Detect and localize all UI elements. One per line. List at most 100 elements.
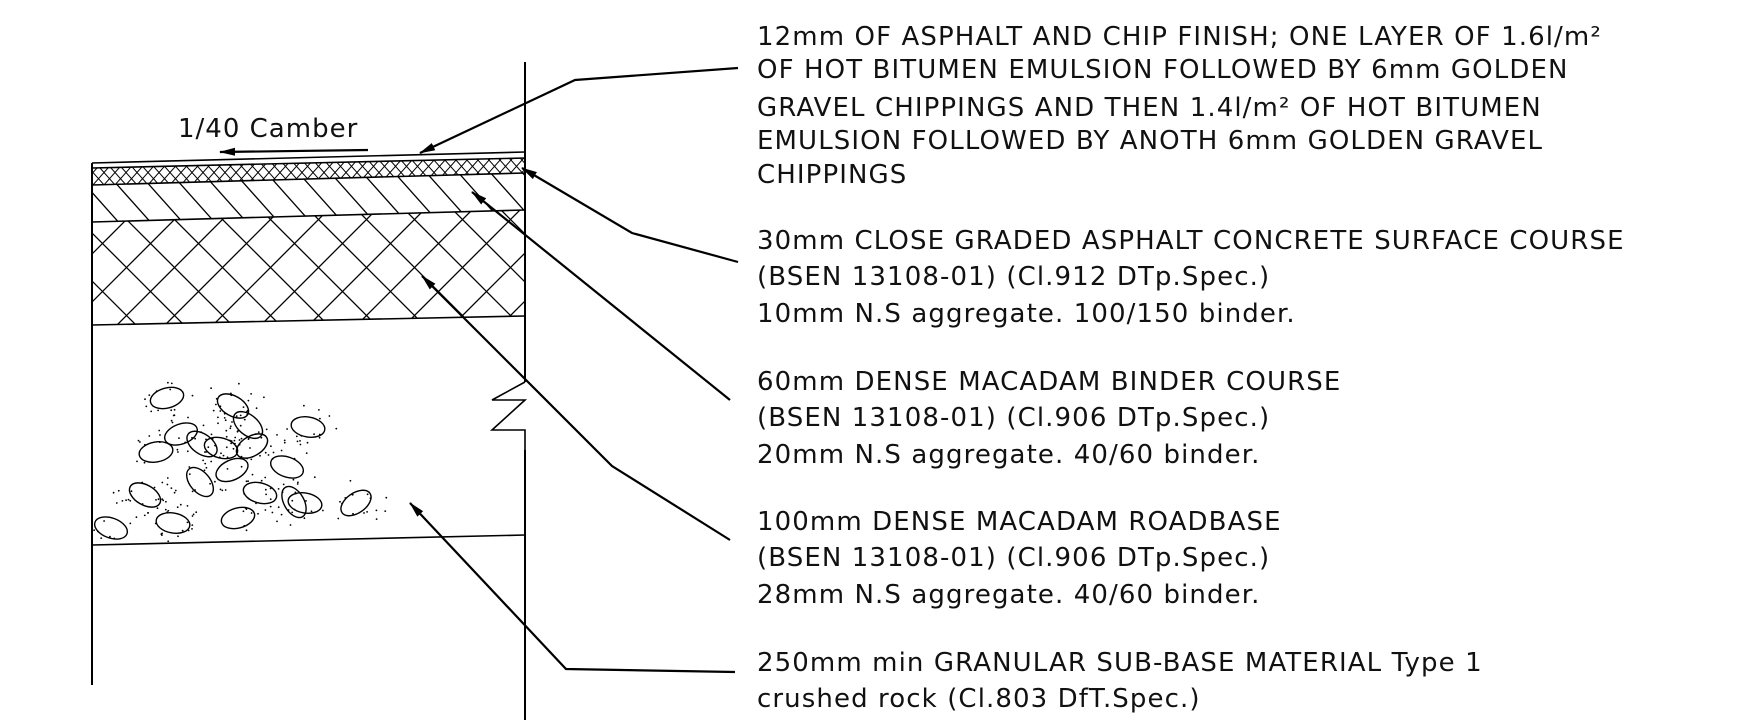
aggregate-speck (230, 392, 232, 395)
aggregate-speck (247, 480, 250, 483)
aggregate-speck (141, 503, 144, 505)
aggregate-speck (200, 431, 202, 433)
hatch-line (281, 158, 323, 185)
aggregate-speck (156, 507, 159, 510)
aggregate-speck (173, 408, 176, 411)
aggregate-speck (230, 394, 233, 397)
aggregate-speck (231, 421, 233, 423)
aggregate-speck (251, 473, 254, 476)
aggregate-speck (159, 441, 161, 444)
aggregate-speck (127, 498, 130, 501)
aggregate-speck (242, 510, 245, 513)
hatch-line (51, 150, 91, 195)
aggregate-speck (178, 437, 180, 439)
aggregate-speck (219, 405, 222, 408)
hatch-line (495, 210, 525, 325)
aggregate-speck (293, 457, 296, 460)
hatch-line (92, 210, 142, 325)
hatch-line (159, 210, 286, 325)
hatch-line (592, 205, 717, 330)
aggregate-speck (115, 502, 118, 504)
aggregate-pebble (242, 481, 278, 505)
hatch-line (127, 158, 169, 185)
aggregate-pebble (340, 489, 372, 517)
aggregate-speck (125, 499, 127, 502)
hatch-line (259, 158, 301, 185)
aggregate-speck (223, 417, 226, 419)
aggregate-speck (179, 503, 182, 506)
hatch-line (193, 158, 235, 185)
sub-base-aggregate-pattern (93, 381, 388, 543)
aggregate-speck (210, 460, 213, 463)
aggregate-speck (385, 496, 388, 499)
aggregate-speck (217, 416, 219, 419)
hatch-line (160, 158, 202, 185)
hatch-line (94, 158, 136, 185)
aggregate-speck (170, 487, 173, 489)
aggregate-speck (188, 473, 191, 475)
hatch-line (544, 205, 669, 330)
hatch-line (0, 205, 45, 330)
note-chip-finish: 12mm OF ASPHALT AND CHIP FINISH; ONE LAY… (757, 22, 1611, 190)
aggregate-speck (159, 434, 161, 436)
aggregate-speck (305, 500, 307, 502)
aggregate-speck (169, 388, 172, 391)
hatch-line (92, 173, 123, 222)
aggregate-speck (191, 515, 194, 517)
aggregate-speck (170, 382, 173, 385)
hatch-line (314, 158, 356, 185)
aggregate-speck (141, 481, 144, 484)
hatch-line (457, 158, 499, 185)
hatch-line (237, 158, 279, 185)
aggregate-speck (255, 502, 257, 505)
aggregate-speck (265, 428, 268, 431)
aggregate-speck (264, 488, 267, 491)
hatch-line (292, 158, 334, 185)
aggregate-speck (335, 427, 338, 430)
hatch-line (557, 150, 597, 195)
aggregate-speck (191, 436, 193, 439)
hatch-line (546, 150, 586, 195)
hatch-line (590, 150, 630, 195)
aggregate-speck (369, 497, 372, 500)
aggregate-speck (234, 436, 237, 439)
aggregate-speck (283, 439, 286, 442)
hatch-line (105, 158, 147, 185)
aggregate-speck (352, 512, 354, 515)
note-line: 250mm min GRANULAR SUB-BASE MATERIAL Typ… (757, 648, 1483, 678)
aggregate-speck (296, 483, 299, 485)
aggregate-speck (135, 516, 138, 519)
hatch-line (40, 170, 90, 226)
aggregate-speck (170, 409, 173, 412)
aggregate-speck (187, 529, 190, 532)
aggregate-speck (234, 442, 236, 445)
aggregate-speck (341, 502, 343, 505)
leader-sub-base (409, 502, 736, 674)
aggregate-speck (203, 469, 206, 472)
aggregate-speck (162, 499, 165, 502)
aggregate-speck (154, 522, 157, 525)
aggregate-speck (244, 507, 247, 509)
aggregate-speck (145, 405, 148, 408)
aggregate-speck (153, 486, 156, 489)
aggregate-speck (245, 529, 248, 532)
aggregate-speck (291, 511, 294, 514)
aggregate-speck (97, 530, 99, 533)
aggregate-speck (299, 440, 301, 442)
hatch-line (552, 170, 602, 226)
aggregate-speck (277, 488, 280, 490)
hatch-line (479, 158, 521, 185)
aggregate-speck (271, 511, 274, 514)
aggregate-speck (272, 451, 275, 454)
aggregate-speck (337, 517, 340, 520)
aggregate-speck (219, 410, 222, 412)
hatch-line (495, 210, 525, 325)
aggregate-speck (322, 509, 324, 512)
hatch-line (303, 210, 430, 325)
aggregate-speck (220, 452, 222, 455)
aggregate-speck (366, 493, 369, 496)
hatch-line (369, 158, 411, 185)
aggregate-pebble (269, 455, 305, 479)
aggregate-speck (232, 447, 235, 450)
